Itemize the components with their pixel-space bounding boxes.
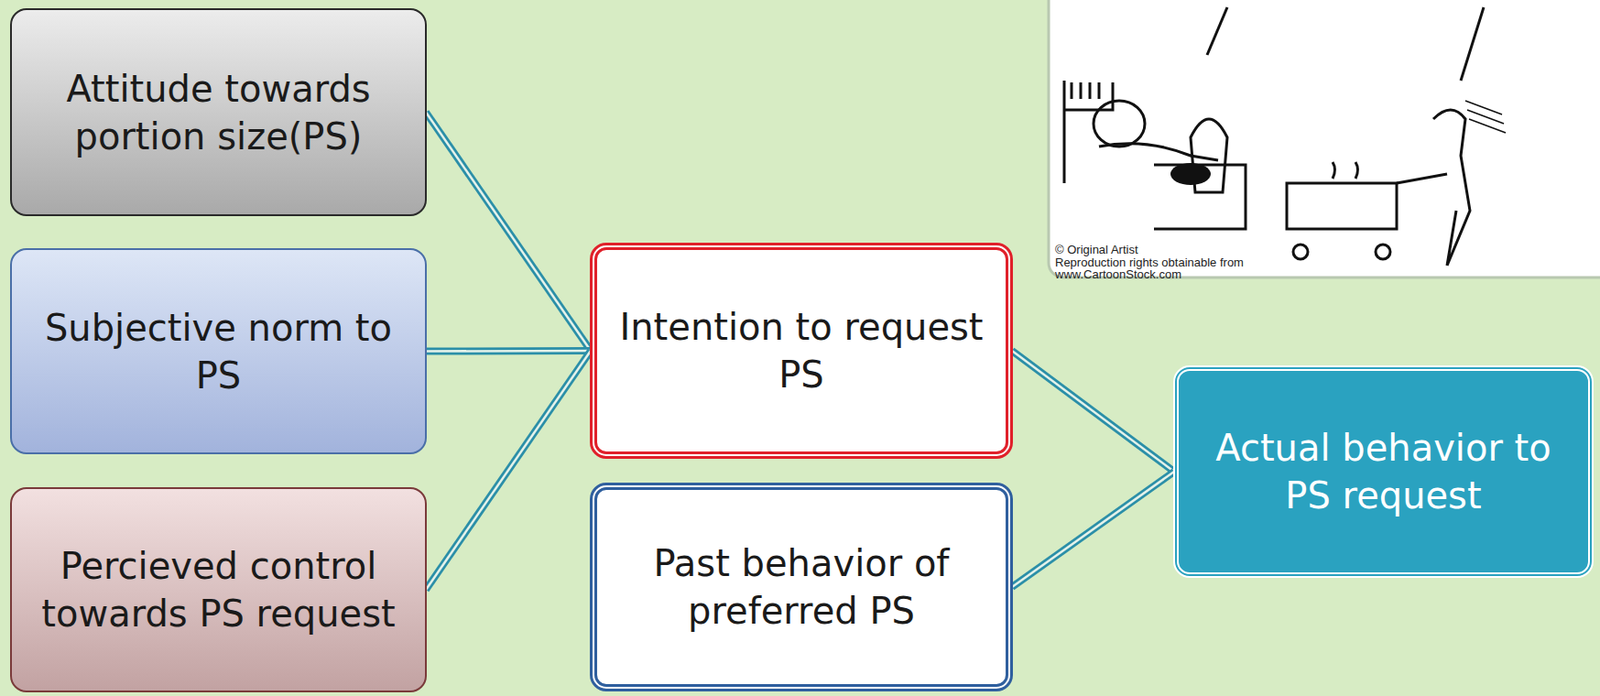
copyright-note: © Original Artist (1055, 243, 1139, 257)
node-text: Actual behavior to PS request (1189, 424, 1578, 520)
connector (1012, 471, 1175, 588)
connector (425, 112, 591, 352)
node-text: Attitude towards portion size(PS) (22, 65, 414, 161)
connector (425, 350, 591, 353)
node-text: Intention to request PS (608, 303, 995, 399)
past-behavior-box: Past behavior of preferred PS (589, 482, 1013, 692)
node-text: Percieved control towards PS request (22, 542, 414, 638)
attitude-box: Attitude towards portion size(PS) (10, 8, 427, 217)
intention-box: Intention to request PS (589, 242, 1013, 459)
connector (425, 350, 591, 590)
node-text: Past behavior of preferred PS (608, 539, 995, 635)
norm-box: Subjective norm to PS (10, 248, 427, 455)
copyright-note: www.CartoonStock.com (1055, 268, 1182, 282)
control-box: Percieved control towards PS request (10, 487, 427, 693)
connector (1012, 350, 1175, 472)
node-text: Subjective norm to PS (22, 304, 414, 400)
actual-behavior-box: Actual behavior to PS request (1173, 365, 1594, 578)
